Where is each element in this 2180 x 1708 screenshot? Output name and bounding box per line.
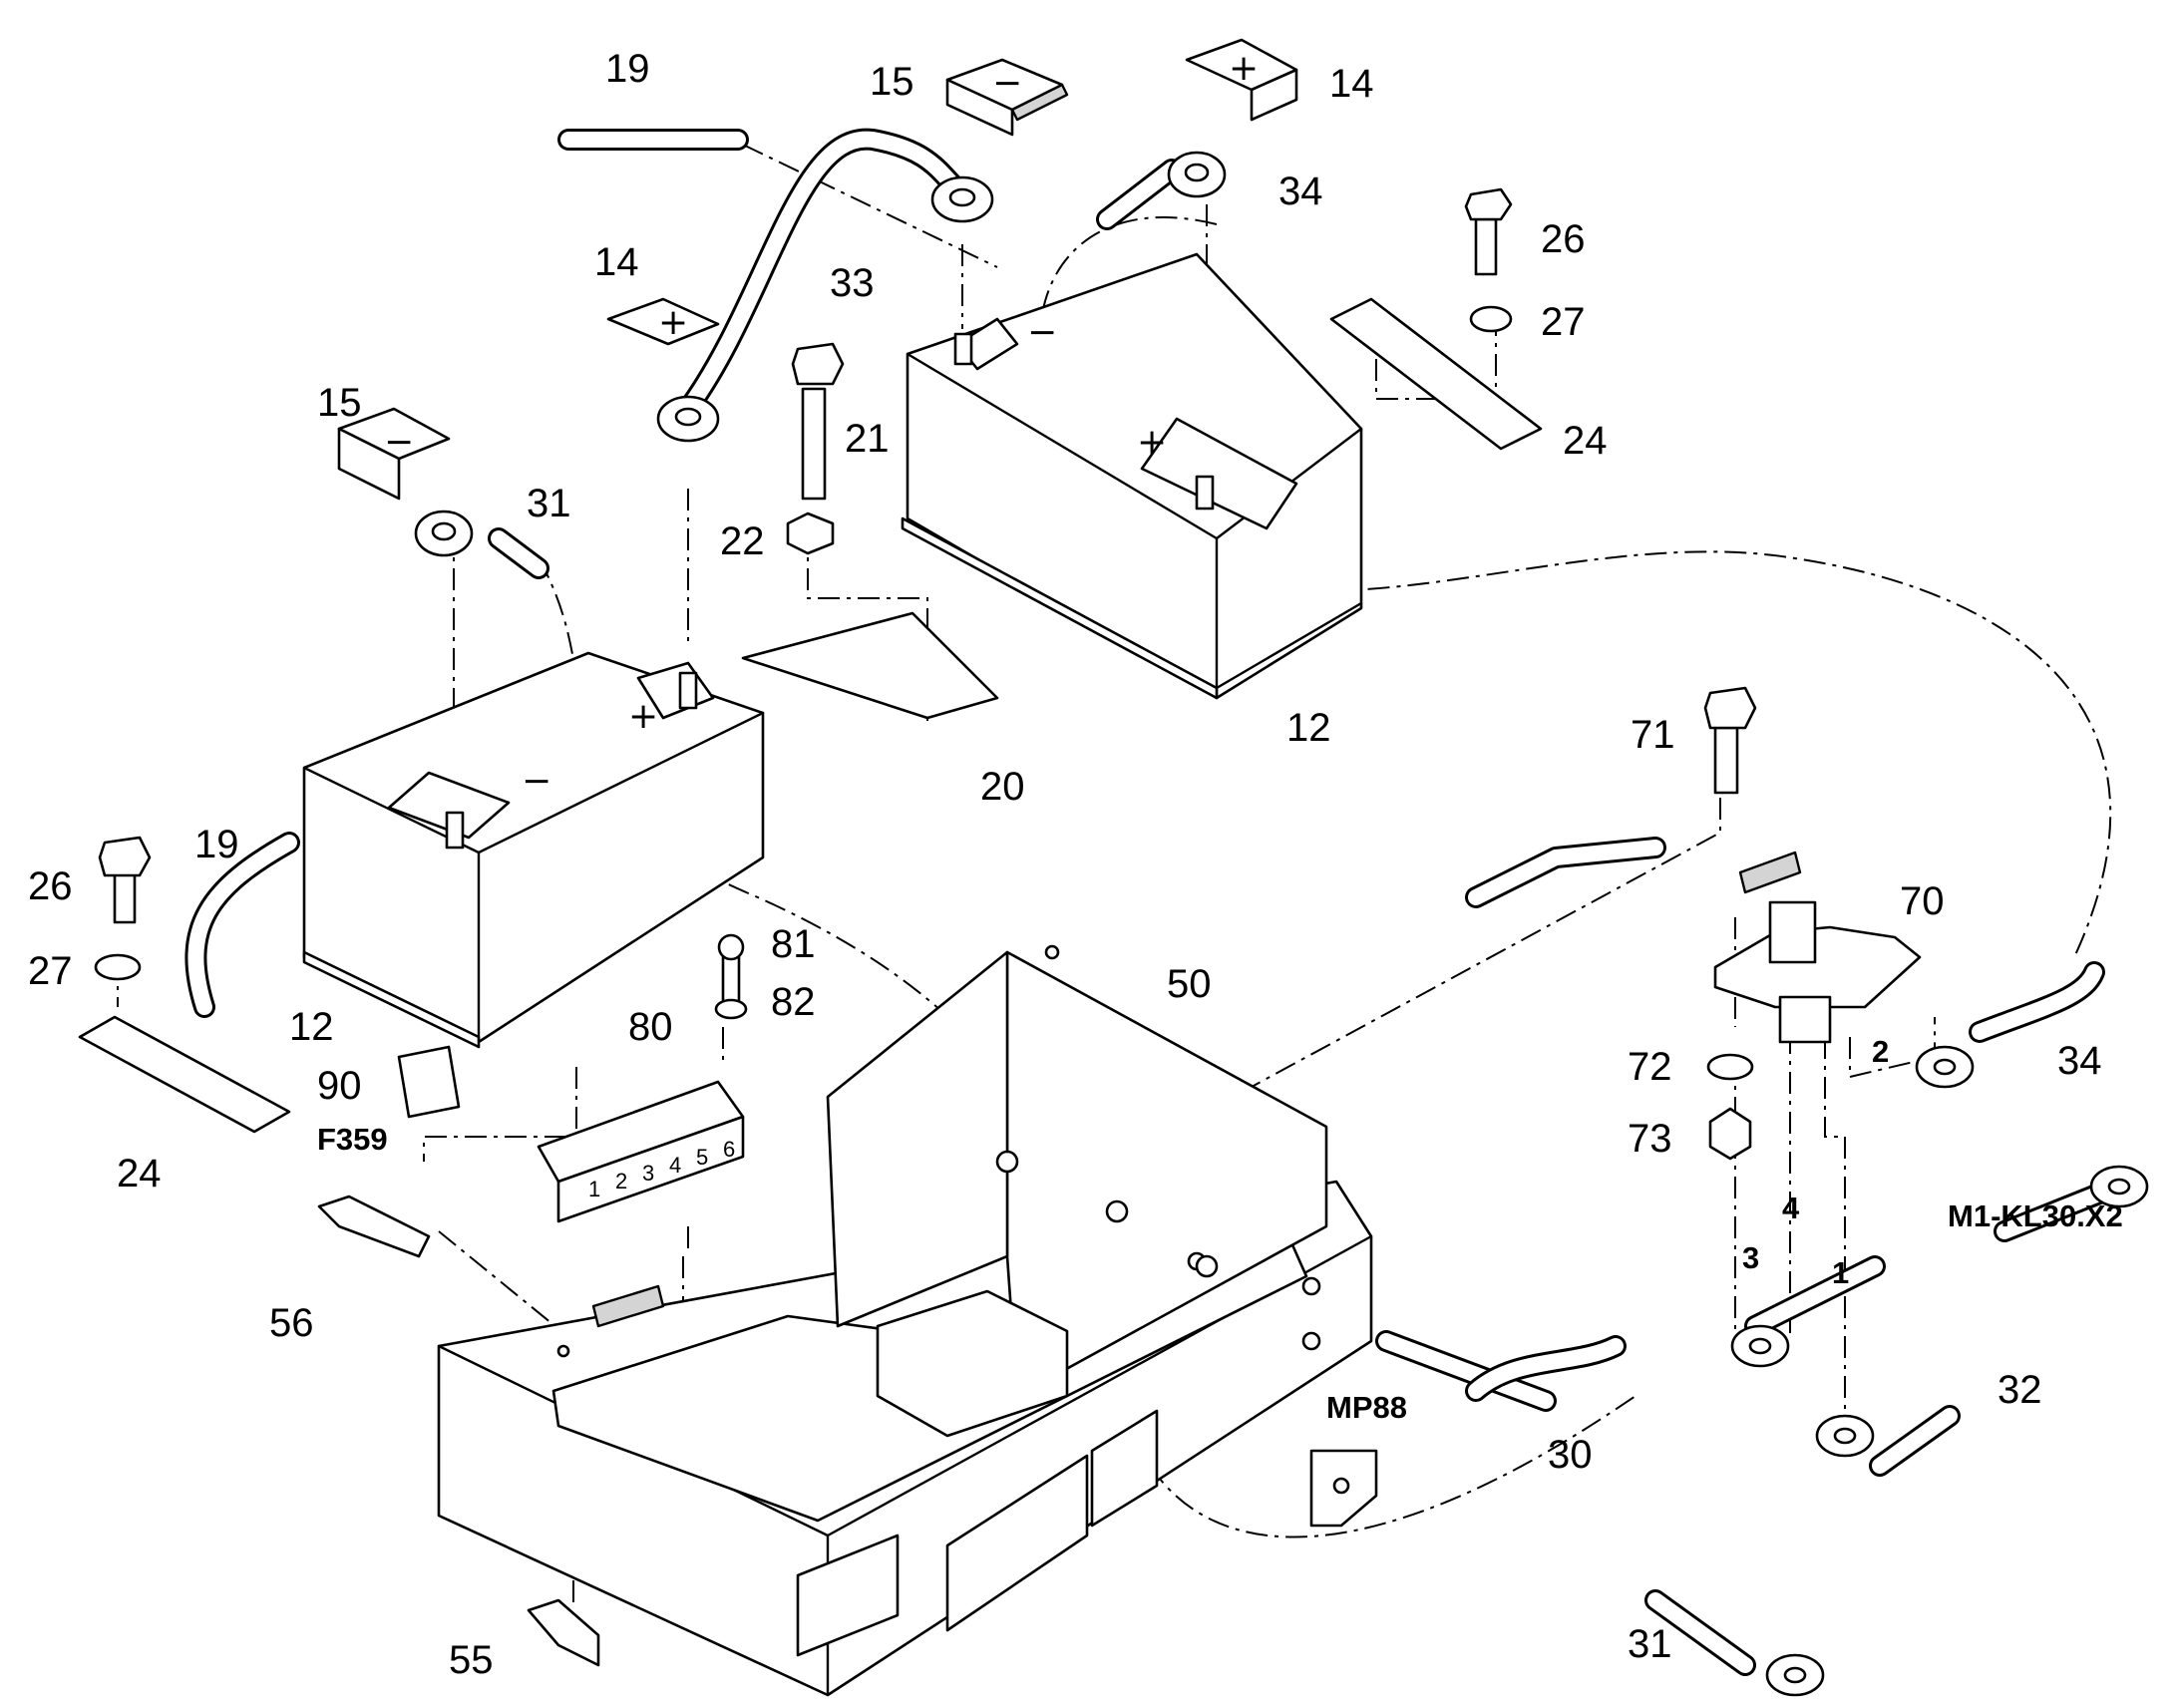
callout-15-top: 15 — [870, 60, 914, 104]
callout-34-top: 34 — [1278, 170, 1323, 213]
callout-12-right: 12 — [1286, 706, 1331, 750]
battery-right: − + — [901, 252, 1363, 700]
callout-82: 82 — [771, 980, 816, 1024]
callout-30: 30 — [1548, 1433, 1593, 1477]
callout-26-left: 26 — [28, 864, 73, 908]
callout-55: 55 — [449, 1638, 494, 1682]
battery-isolator-switch — [1713, 851, 1922, 1044]
callout-73: 73 — [1628, 1117, 1672, 1161]
fuse-slot-2: 2 — [615, 1169, 627, 1194]
fuse-slot-4: 4 — [669, 1153, 681, 1178]
wire-number-4: 4 — [1782, 1191, 1800, 1225]
ground-point-reference: MP88 — [1326, 1390, 1407, 1425]
battery-tray — [437, 944, 1373, 1697]
callout-50: 50 — [1167, 962, 1212, 1006]
callout-19-top: 19 — [605, 47, 650, 91]
terminal-covers: − + + − — [337, 38, 1298, 501]
fuse-slot-1: 1 — [588, 1177, 600, 1201]
callout-81: 81 — [771, 922, 816, 966]
wire-number-2: 2 — [1872, 1034, 1889, 1069]
callouts: 19 15 14 34 14 33 26 27 15 21 24 31 22 1… — [28, 47, 2102, 1682]
callout-34-right: 34 — [2057, 1039, 2102, 1083]
cover-15-left-minus: − — [384, 422, 414, 463]
callout-80: 80 — [628, 1005, 673, 1049]
callout-26-right: 26 — [1541, 217, 1586, 261]
wire-number-1: 1 — [1832, 1255, 1849, 1290]
callout-27-left: 27 — [28, 949, 73, 993]
callout-21: 21 — [845, 417, 890, 461]
callout-22: 22 — [720, 519, 765, 563]
callout-14-top: 14 — [1329, 62, 1374, 106]
terminals — [414, 151, 2149, 1697]
callout-72: 72 — [1628, 1045, 1672, 1089]
cables — [184, 128, 2115, 1676]
battery-left-minus-mark: − — [522, 761, 551, 802]
battery-right-plus-mark: + — [1137, 422, 1167, 463]
fuse-holder: 1 2 3 4 5 6 — [397, 1045, 745, 1223]
callout-14-mid: 14 — [594, 240, 639, 284]
callout-56: 56 — [269, 1301, 314, 1345]
cover-15-top-minus: − — [992, 63, 1022, 104]
callout-31-bottom: 31 — [1628, 1622, 1672, 1666]
fuse-slot-5: 5 — [696, 1145, 708, 1170]
battery-left-plus-mark: + — [628, 696, 658, 737]
callout-27-right: 27 — [1541, 300, 1586, 344]
fuse-slot-6: 6 — [723, 1137, 735, 1162]
callout-15-left: 15 — [317, 381, 362, 425]
fuse-slot-3: 3 — [642, 1161, 654, 1186]
terminal-reference: M1-KL30.X2 — [1948, 1198, 2123, 1233]
callout-32: 32 — [1998, 1368, 2042, 1412]
callout-20: 20 — [980, 765, 1025, 809]
callout-90: 90 — [317, 1064, 362, 1108]
callout-12-left: 12 — [289, 1005, 334, 1049]
cover-14-mid-plus: + — [658, 302, 688, 343]
wire-number-3: 3 — [1742, 1240, 1759, 1275]
fuse-reference: F359 — [317, 1122, 388, 1157]
callout-31-top: 31 — [527, 482, 571, 525]
callout-24-left: 24 — [117, 1152, 162, 1196]
callout-24-right: 24 — [1563, 419, 1608, 463]
battery-left: − + — [302, 651, 765, 1049]
callout-19-left: 19 — [194, 823, 239, 866]
battery-right-minus-mark: − — [1027, 312, 1057, 353]
callout-33: 33 — [830, 261, 875, 305]
callout-70: 70 — [1900, 879, 1945, 923]
references: 2 4 3 1 F359 MP88 M1-KL30.X2 — [317, 1034, 2123, 1425]
fasteners — [78, 187, 1757, 1667]
cover-14-top-plus: + — [1229, 48, 1259, 89]
callout-71: 71 — [1631, 713, 1675, 757]
